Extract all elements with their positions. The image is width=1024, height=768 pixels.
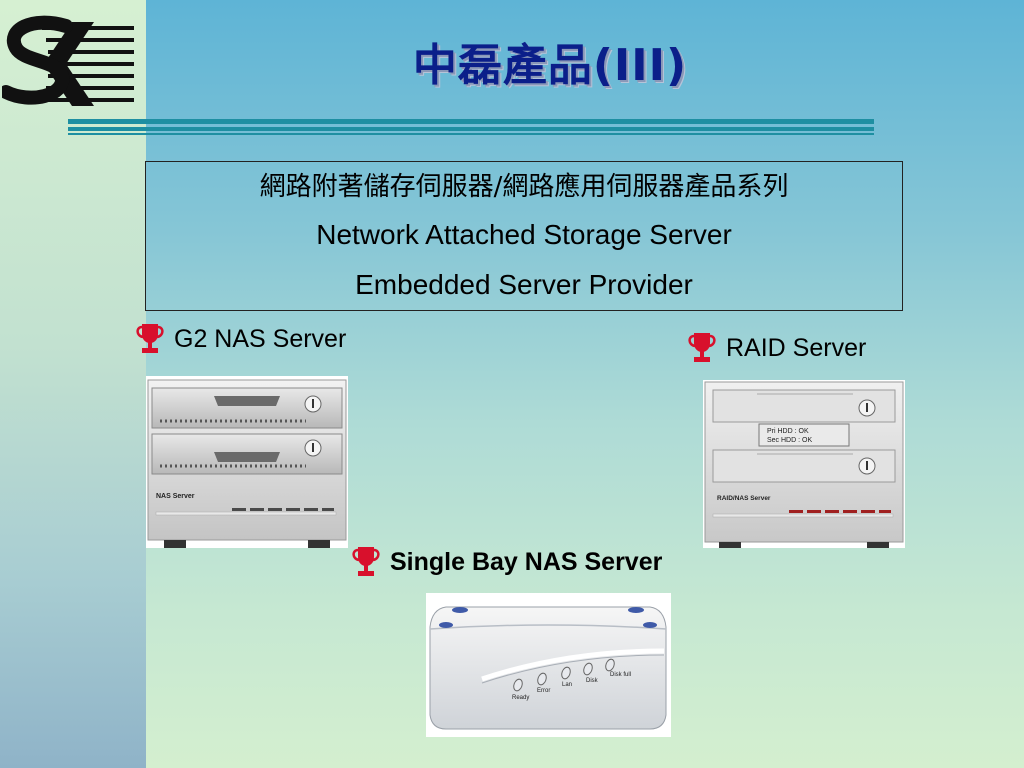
trophy-icon: [352, 547, 380, 576]
title-rule-top: [68, 119, 874, 124]
product-line-nas: Network Attached Storage Server: [316, 219, 732, 250]
caption-single-bay-text: Single Bay NAS Server: [390, 547, 663, 576]
caption-single-bay: Single Bay NAS Server: [350, 545, 662, 579]
caption-g2-nas: G2 NAS Server: [134, 322, 346, 356]
single-bay-nas-server-image: Ready Error Lan Disk Disk full: [426, 593, 671, 737]
product-line-box: 網路附著儲存伺服器/網路應用伺服器產品系列 Network Attached S…: [145, 161, 903, 311]
title-rule-bottom: [68, 133, 874, 135]
led-error-label: Error: [537, 688, 550, 694]
trophy-icon: [688, 333, 716, 362]
company-logo: [2, 15, 134, 106]
slide-title: 中磊產品(III): [412, 40, 688, 91]
raid-lcd-line2: Sec HDD : OK: [767, 437, 812, 444]
led-lan-label: Lan: [562, 682, 572, 688]
raid-lcd-line1: Pri HDD : OK: [767, 428, 809, 435]
product-line-chinese: 網路附著儲存伺服器/網路應用伺服器產品系列: [259, 172, 789, 202]
raid-front-label: RAID/NAS Server: [717, 495, 771, 502]
caption-raid: RAID Server: [686, 331, 866, 365]
led-ready-label: Ready: [512, 695, 529, 701]
led-diskfull-label: Disk full: [610, 672, 631, 678]
title-rule-middle: [68, 127, 874, 131]
left-strip: [0, 0, 146, 768]
caption-raid-text: RAID Server: [726, 333, 867, 362]
trophy-icon: [136, 324, 164, 353]
led-disk-label: Disk: [586, 678, 599, 684]
caption-g2-nas-text: G2 NAS Server: [174, 324, 347, 353]
g2-front-label: NAS Server: [156, 493, 195, 500]
product-line-embedded: Embedded Server Provider: [355, 269, 693, 300]
g2-nas-server-image: NAS Server: [146, 376, 348, 548]
raid-server-image: Pri HDD : OK Sec HDD : OK RAID/NAS Serve…: [703, 380, 905, 548]
